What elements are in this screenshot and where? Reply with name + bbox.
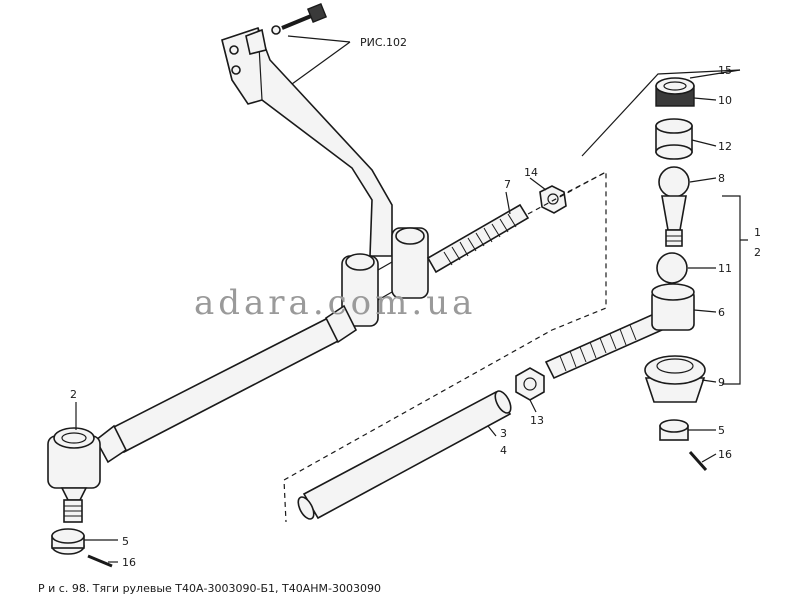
leader-15: [581, 69, 741, 157]
callout-9: 9: [718, 376, 725, 389]
callout-8: 8: [718, 172, 725, 185]
callout-7: 7: [504, 178, 511, 191]
castle-nut-right: [659, 419, 689, 441]
seal-10: [655, 77, 695, 107]
callout-15: 15: [718, 64, 732, 77]
castle-nut-left: [51, 528, 85, 555]
callout-numbers: 1 2 2 3 4 5 5 6 7 8 9 10 11 12 13 14 15 …: [70, 64, 761, 569]
callout-10: 10: [718, 94, 732, 107]
bushing-12: [655, 118, 693, 160]
ref-102-leaders: РИС.102: [287, 35, 407, 85]
callout-11: 11: [718, 262, 732, 275]
cotter-pin-left: [87, 554, 113, 568]
tie-rod-end-left: [47, 427, 101, 523]
callout-3: 3: [500, 427, 507, 440]
cotter-pin-right: [688, 451, 708, 471]
callout-13: 13: [530, 414, 544, 427]
threaded-rod-7: [426, 203, 530, 274]
callout-2: 2: [754, 246, 761, 259]
callout-5-right: 5: [718, 424, 725, 437]
leader-lines: [75, 97, 717, 563]
short-tie-rod-3-4: [297, 390, 512, 520]
figure-caption: Р и с. 98. Тяги рулевые Т40А-3003090-Б1,…: [38, 582, 381, 595]
bracket-1-2: [722, 195, 748, 385]
steering-arm: [221, 26, 393, 257]
callout-12: 12: [718, 140, 732, 153]
reference-label-102: РИС.102: [360, 36, 407, 49]
callout-14: 14: [524, 166, 538, 179]
long-tie-rod: [94, 304, 358, 464]
cover-9: [644, 355, 706, 403]
ball-11: [656, 252, 688, 284]
callout-16-left: 16: [122, 556, 136, 569]
callout-1: 1: [754, 226, 761, 239]
callout-5-left: 5: [122, 535, 129, 548]
center-joint: [341, 227, 429, 327]
nut-14: [539, 185, 567, 214]
nut-13: [515, 367, 545, 401]
bolt: [271, 2, 328, 35]
socket-housing-6: [651, 283, 695, 331]
callout-2-left: 2: [70, 388, 77, 401]
callout-6: 6: [718, 306, 725, 319]
watermark: adara.com.ua: [194, 283, 476, 323]
assembly-dashed-outline: [283, 170, 607, 523]
leader-15b: [689, 69, 741, 79]
ball-pin-8: [658, 166, 690, 247]
callout-16-right: 16: [718, 448, 732, 461]
assembly-dashed-link: [559, 171, 607, 197]
callout-4: 4: [500, 444, 507, 457]
